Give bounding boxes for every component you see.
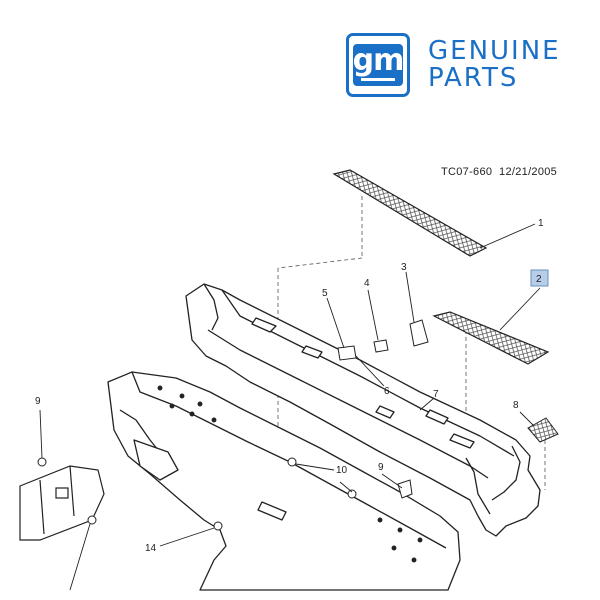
bumper-beam-upper[interactable] xyxy=(185,283,541,537)
bumper-beam-lower[interactable] xyxy=(107,371,461,591)
callout-7[interactable]: 7 xyxy=(433,389,439,400)
diagram-date: 12/21/2005 xyxy=(499,166,558,178)
brand-line-1: GENUINE xyxy=(428,36,561,66)
step-pad-upper[interactable] xyxy=(332,169,488,257)
leader-lines xyxy=(39,223,541,591)
fasteners xyxy=(37,319,429,531)
callout-3[interactable]: 3 xyxy=(401,262,407,273)
small-step-pad[interactable] xyxy=(527,417,559,443)
step-pad-lower[interactable] xyxy=(432,311,550,365)
callout-5[interactable]: 5 xyxy=(322,288,328,299)
callout-10[interactable]: 10 xyxy=(336,465,348,476)
brand-wordmark: GENUINE PARTS xyxy=(428,38,561,92)
diagram-code: TC07-660 xyxy=(441,166,493,178)
callout-2-highlight[interactable] xyxy=(530,269,549,287)
gm-genuine-parts-logo: gm GENUINE PARTS xyxy=(346,33,561,97)
gm-logo-text: gm xyxy=(352,43,405,78)
callout-2[interactable]: 2 xyxy=(536,274,542,285)
callout-9-right[interactable]: 9 xyxy=(378,462,384,473)
gm-logo-badge: gm xyxy=(346,33,410,97)
diagram-reference: TC07-660 12/21/2005 xyxy=(441,166,557,178)
brand-line-2: PARTS xyxy=(428,63,519,93)
callout-6[interactable]: 6 xyxy=(384,386,390,397)
callout-4[interactable]: 4 xyxy=(364,278,370,289)
callout-8[interactable]: 8 xyxy=(513,400,519,411)
callout-14[interactable]: 14 xyxy=(145,543,157,554)
frame-bracket xyxy=(19,465,105,541)
callout-1[interactable]: 1 xyxy=(538,218,544,229)
callout-9-left[interactable]: 9 xyxy=(35,396,41,407)
